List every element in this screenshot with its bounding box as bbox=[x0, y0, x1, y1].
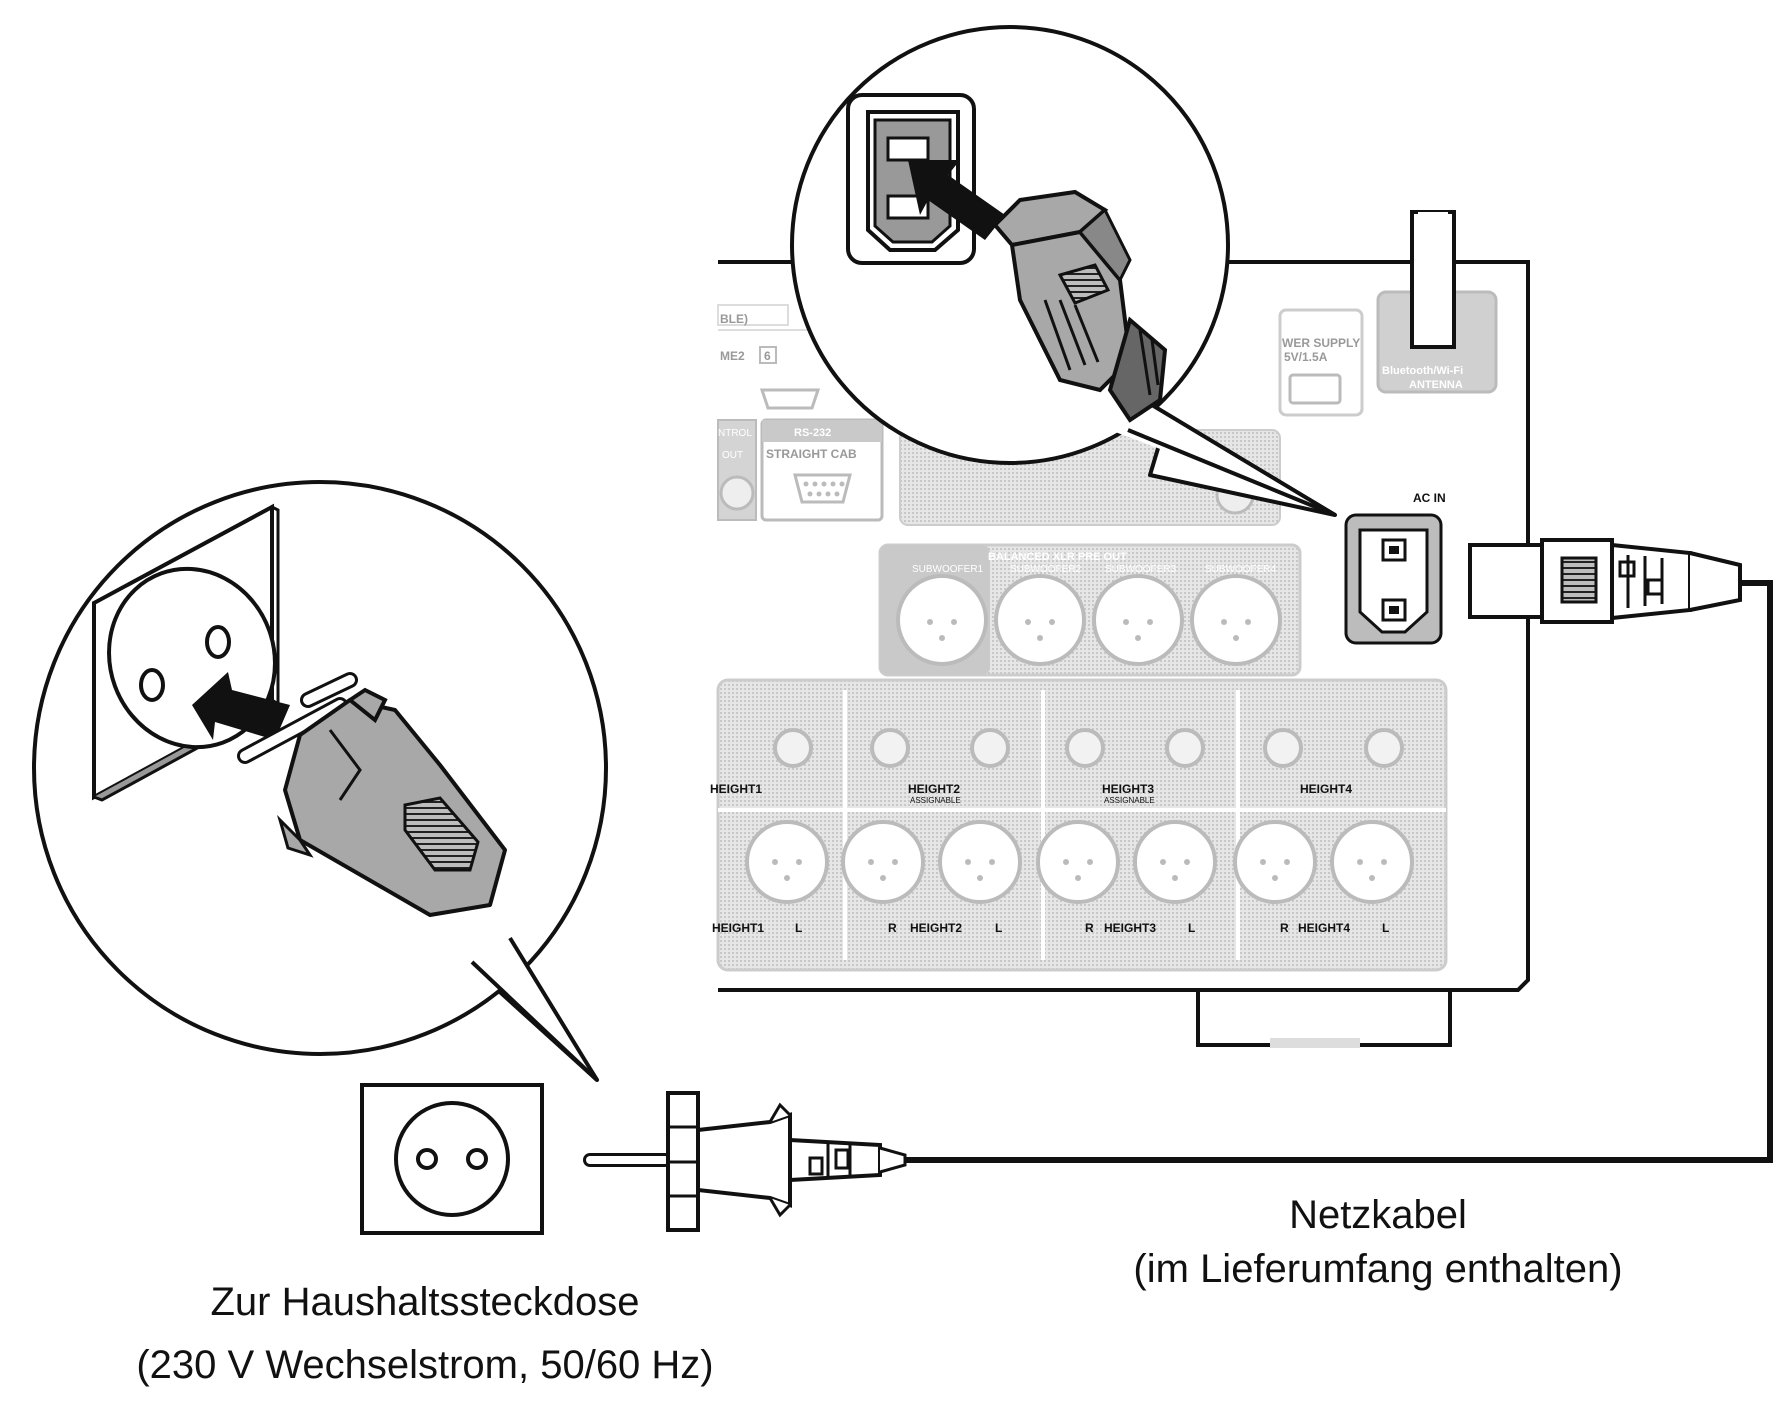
outlet-caption-line2: (230 V Wechselstrom, 50/60 Hz) bbox=[136, 1343, 713, 1387]
height-rca-jacks bbox=[773, 728, 1404, 768]
subwoofer1-label: SUBWOOFER1 bbox=[912, 564, 984, 575]
height3-xlr-label: HEIGHT3 bbox=[1104, 921, 1156, 935]
rs232-label: RS-232 bbox=[794, 427, 831, 439]
subwoofer4-label: SUBWOOFER4 bbox=[1205, 564, 1277, 575]
outlet-caption-line1: Zur Haushaltssteckdose bbox=[210, 1280, 639, 1324]
balanced-xlr-label: BALANCED XLR PRE OUT bbox=[988, 551, 1127, 563]
antenna-label: Bluetooth/Wi-Fi bbox=[1382, 365, 1463, 377]
height3-label: HEIGHT3 bbox=[1102, 782, 1154, 796]
power-supply-label: WER SUPPLY bbox=[1282, 336, 1360, 350]
zoom-iec-connector bbox=[790, 25, 1337, 517]
subwoofer2-label: SUBWOOFER2 bbox=[1010, 564, 1082, 575]
out-label: OUT bbox=[722, 450, 743, 461]
euro-plug bbox=[583, 1091, 907, 1232]
height2-xlr-label: HEIGHT2 bbox=[910, 921, 962, 935]
subwoofer-xlr-jacks bbox=[896, 574, 1282, 666]
power-supply-rating: 5V/1.5A bbox=[1284, 350, 1328, 364]
control-label: NTROL bbox=[718, 428, 752, 439]
power-cable bbox=[900, 580, 1773, 1163]
subwoofer3-label: SUBWOOFER3 bbox=[1105, 564, 1177, 575]
height4-xlr-label: HEIGHT4 bbox=[1298, 921, 1350, 935]
cable-caption-line2: (im Lieferumfang enthalten) bbox=[1133, 1247, 1622, 1291]
r-label: R bbox=[1280, 921, 1289, 935]
assignable-label: ASSIGNABLE bbox=[910, 796, 961, 805]
rs232-port bbox=[793, 473, 852, 504]
l-label: L bbox=[1188, 921, 1195, 935]
wall-outlet bbox=[360, 1083, 544, 1235]
captions: Zur Haushaltssteckdose (230 V Wechselstr… bbox=[136, 1193, 1622, 1387]
l-label: L bbox=[995, 921, 1002, 935]
antenna-label-2: ANTENNA bbox=[1409, 379, 1463, 391]
assignable-label: ASSIGNABLE bbox=[1104, 796, 1155, 805]
cable-caption-line1: Netzkabel bbox=[1289, 1193, 1467, 1237]
control-out-jack bbox=[719, 475, 755, 511]
r-label: R bbox=[888, 921, 897, 935]
zone-number: 6 bbox=[764, 349, 771, 363]
usb-port bbox=[1288, 373, 1342, 405]
height1-label: HEIGHT1 bbox=[710, 782, 762, 796]
hdmi-port bbox=[759, 388, 821, 410]
height4-label: HEIGHT4 bbox=[1300, 782, 1352, 796]
zone2-label: ME2 bbox=[720, 349, 745, 363]
l-label: L bbox=[1382, 921, 1389, 935]
ble-label: BLE) bbox=[720, 312, 748, 326]
iec-plug-connector bbox=[1468, 538, 1742, 624]
straight-cable-label: STRAIGHT CAB bbox=[766, 447, 857, 461]
height-xlr-jacks bbox=[745, 820, 1414, 904]
height1-xlr-label: HEIGHT1 bbox=[712, 921, 764, 935]
height2-label: HEIGHT2 bbox=[908, 782, 960, 796]
r-label: R bbox=[1085, 921, 1094, 935]
ac-in-label: AC IN bbox=[1413, 491, 1446, 505]
l-label: L bbox=[795, 921, 802, 935]
zoom-wall-plug bbox=[32, 480, 608, 1082]
